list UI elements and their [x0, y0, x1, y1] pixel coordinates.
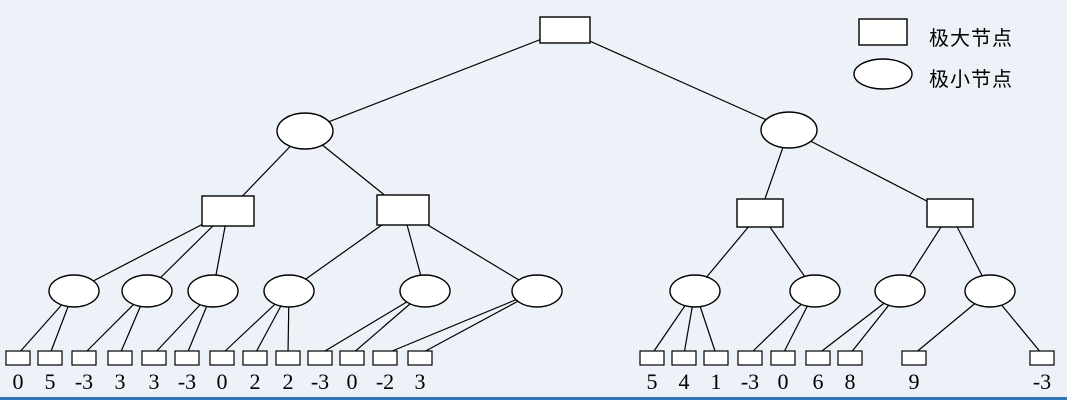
min-node [760, 111, 818, 149]
legend-min-label: 极小节点 [929, 69, 1013, 91]
leaf-node [37, 350, 63, 366]
leaf-value: 3 [115, 369, 126, 394]
leaf-value: 3 [149, 369, 160, 394]
leaf-value: 5 [647, 369, 658, 394]
bottom-border-line [0, 397, 1067, 400]
leaf-node [174, 350, 200, 366]
max-node [539, 16, 591, 44]
max-node [201, 195, 255, 227]
max-node [736, 198, 784, 228]
leaf-node [5, 350, 31, 366]
leaf-value: 1 [711, 369, 722, 394]
leaf-node [209, 350, 235, 366]
leaf-value: -3 [311, 369, 329, 394]
min-node [964, 274, 1016, 308]
leaf-value: 2 [283, 369, 294, 394]
leaf-value: 0 [347, 369, 358, 394]
leaf-value: -3 [741, 369, 759, 394]
leaf-node [1029, 350, 1055, 366]
leaf-value: 0 [217, 369, 228, 394]
tree-edge [788, 129, 951, 214]
leaf-value: 0 [13, 369, 24, 394]
leaf-value: 8 [845, 369, 856, 394]
leaf-node [671, 350, 697, 366]
leaf-value: 2 [250, 369, 261, 394]
leaf-node [837, 350, 863, 366]
min-node [121, 274, 173, 308]
leaf-node [770, 350, 796, 366]
legend-max-label: 极大节点 [929, 28, 1013, 50]
leaf-value: -3 [75, 369, 93, 394]
tree-edge [304, 29, 566, 132]
min-node [874, 274, 926, 308]
leaf-node [805, 350, 831, 366]
min-node [263, 274, 315, 308]
leaf-node [737, 350, 763, 366]
min-node [48, 274, 100, 308]
min-node [669, 274, 721, 308]
leaf-node [71, 350, 97, 366]
leaf-node [242, 350, 268, 366]
leaf-node [407, 350, 433, 366]
leaf-value: -2 [376, 369, 394, 394]
leaf-node [639, 350, 665, 366]
leaf-value: 9 [909, 369, 920, 394]
leaf-node [307, 350, 333, 366]
leaf-node [901, 350, 927, 366]
leaf-value: 4 [679, 369, 690, 394]
leaf-node [275, 350, 301, 366]
leaf-value: -3 [178, 369, 196, 394]
min-node [276, 112, 334, 150]
leaf-value: 6 [813, 369, 824, 394]
min-node [789, 274, 841, 308]
leaf-node [703, 350, 729, 366]
max-node [926, 198, 974, 228]
leaf-node [141, 350, 167, 366]
legend: 极大节点 极小节点 [845, 10, 1065, 100]
min-node [511, 274, 563, 308]
max-node [376, 194, 430, 226]
leaf-value: -3 [1033, 369, 1051, 394]
tree-edge [384, 290, 538, 355]
min-node [399, 274, 451, 308]
leaf-node [339, 350, 365, 366]
min-node [187, 274, 239, 308]
leaf-value: 5 [45, 369, 56, 394]
legend-min-node-icon [853, 58, 913, 90]
leaf-value: 3 [415, 369, 426, 394]
legend-symbols [853, 18, 913, 90]
leaf-value: 0 [778, 369, 789, 394]
legend-max-node-icon [858, 18, 908, 46]
leaf-node [372, 350, 398, 366]
tree-edge [564, 29, 790, 131]
leaf-node [107, 350, 133, 366]
